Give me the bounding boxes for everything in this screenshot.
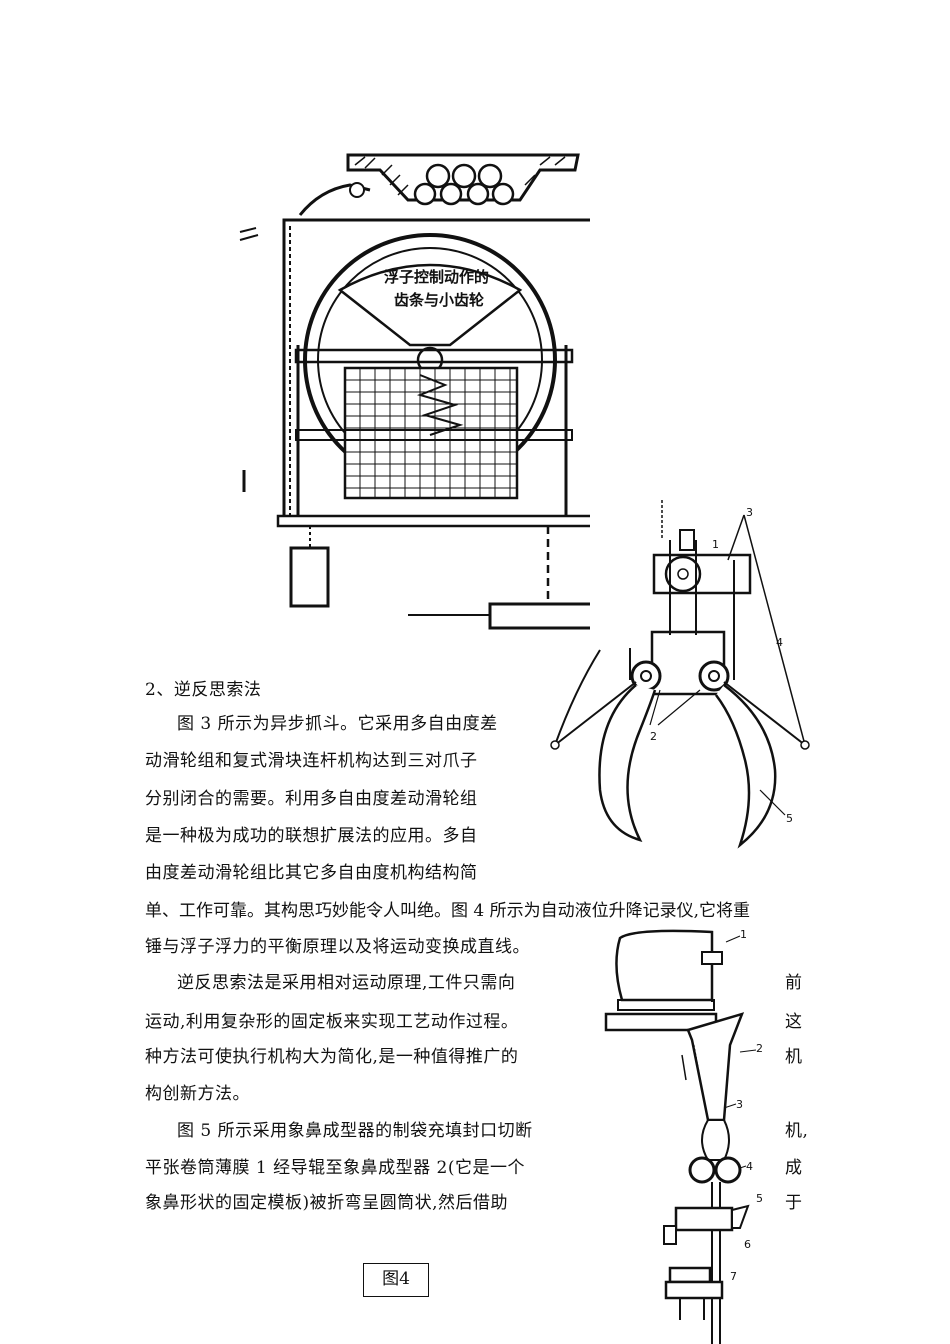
right-column-char: 前 (785, 973, 803, 993)
grab-label-3: 3 (746, 506, 753, 519)
paragraph-2-line-4: 构创新方法。 (145, 1084, 250, 1104)
paragraph-1-line-3: 分别闭合的需要。利用多自由度差动滑轮组 (145, 789, 478, 809)
section-heading: 2、逆反思索法 (145, 680, 262, 700)
bag-label-2: 2 (756, 1042, 763, 1055)
paragraph-3-line-1: 图 5 所示采用象鼻成型器的制袋充填封口切断 (177, 1121, 533, 1141)
right-column-char: 成 (785, 1158, 803, 1178)
paragraph-1-line-2: 动滑轮组和复式滑块连杆机构达到三对爪子 (145, 751, 478, 771)
paragraph-3-line-3: 象鼻形状的固定模板)被折弯呈圆筒状,然后借助 (145, 1193, 509, 1213)
bag-label-4: 4 (746, 1160, 753, 1173)
right-column-char: 机 (785, 1047, 803, 1067)
bag-label-7: 7 (730, 1270, 737, 1283)
bag-label-1: 1 (740, 928, 747, 941)
figure-4-caption: 图4 (363, 1263, 429, 1297)
paragraph-3-line-2: 平张卷筒薄膜 1 经导辊至象鼻成型器 2(它是一个 (145, 1158, 525, 1178)
bag-label-6: 6 (744, 1238, 751, 1251)
bag-forming-machine-figure: 1 2 3 4 5 6 7 (604, 928, 763, 1344)
grab-label-5: 5 (786, 812, 793, 825)
paragraph-1-full-line-2: 锤与浮子浮力的平衡原理以及将运动变换成直线。 (145, 937, 530, 957)
gear-callout-line2: 齿条与小齿轮 (394, 291, 484, 309)
grab-label-4: 4 (776, 636, 783, 649)
right-column-char: 于 (785, 1193, 803, 1213)
gear-callout-line1: 浮子控制动作的 (384, 268, 489, 286)
paragraph-2-line-1: 逆反思索法是采用相对运动原理,工件只需向 (177, 973, 516, 993)
paragraph-2-line-3: 种方法可使执行机构大为简化,是一种值得推广的 (145, 1047, 519, 1067)
grab-label-1: 1 (712, 538, 719, 551)
paragraph-1-line-5: 由度差动滑轮组比其它多自由度机构结构简 (145, 863, 478, 883)
paragraph-1-line-1: 图 3 所示为异步抓斗。它采用多自由度差 (177, 714, 498, 734)
bag-label-5: 5 (756, 1192, 763, 1205)
paragraph-2-line-2: 运动,利用复杂形的固定板来实现工艺动作过程。 (145, 1012, 519, 1032)
paragraph-1-line-4: 是一种极为成功的联想扩展法的应用。多自 (145, 826, 478, 846)
right-column-char: 机, (785, 1121, 809, 1141)
liquid-level-recorder-figure: 浮子控制动作的 齿条与小齿轮 (239, 153, 590, 630)
grab-label-2: 2 (650, 730, 657, 743)
right-column-char: 这 (785, 1012, 803, 1032)
bag-label-3: 3 (736, 1098, 743, 1111)
asynchronous-grab-figure: 1 2 3 4 5 (550, 500, 810, 849)
paragraph-1-full-line-1: 单、工作可靠。其构思巧妙能令人叫绝。图 4 所示为自动液位升降记录仪,它将重 (145, 901, 751, 921)
